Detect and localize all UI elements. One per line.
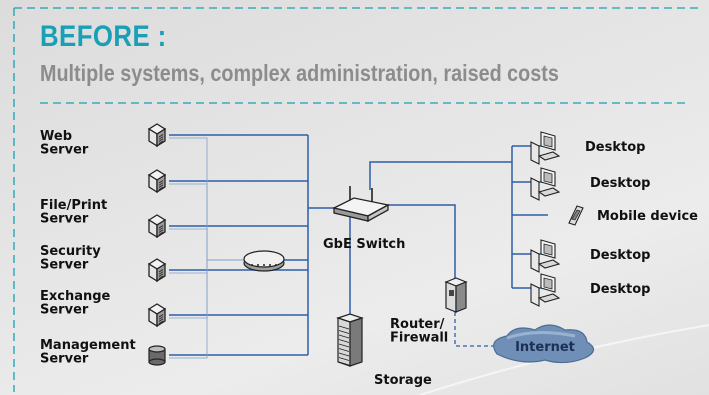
page-subtitle: Multiple systems, complex administration… (40, 60, 559, 86)
switch-to-clients-link (369, 161, 512, 190)
client-label-2: Mobile device (597, 209, 698, 224)
switch-to-router-link (388, 204, 456, 280)
storage-rack-icon (336, 313, 364, 367)
page-title: BEFORE : (40, 20, 167, 53)
desktop-computer-icon-3 (530, 239, 561, 273)
hub-thin-link-5 (169, 259, 244, 359)
firewall-tower-icon (444, 277, 468, 313)
server-tower-icon-1 (147, 169, 167, 194)
hub-thin-link-4 (169, 259, 244, 319)
internet-label: Internet (515, 340, 575, 355)
mobile-device-icon-2 (568, 205, 584, 226)
dashed-frame (13, 7, 700, 392)
storage-label: Storage (374, 373, 432, 388)
client-label-1: Desktop (590, 176, 650, 191)
hub-thin-link-3 (169, 259, 244, 274)
server-tower-icon-2 (147, 214, 167, 239)
router-label: Router/Firewall (390, 317, 448, 346)
desktop-computer-icon-0 (530, 131, 561, 165)
connection-lines (169, 134, 548, 359)
client-label-3: Desktop (590, 248, 650, 263)
hub-thin-link-0 (169, 137, 244, 261)
hub-thin-link-1 (169, 183, 244, 261)
client-label-0: Desktop (585, 140, 645, 155)
desktop-computer-icon-4 (530, 273, 561, 307)
database-cylinder-icon-5 (148, 345, 166, 366)
server-tower-icon-0 (147, 123, 167, 148)
server-tower-icon-4 (147, 303, 167, 328)
desktop-computer-icon-1 (530, 167, 561, 201)
hub-thin-link-2 (169, 228, 244, 261)
switch-label: GbE Switch (323, 237, 405, 252)
server-tower-icon-3 (147, 258, 167, 283)
cloud-icon (493, 324, 595, 364)
hub-icon (243, 250, 285, 272)
client-label-4: Desktop (590, 282, 650, 297)
router-to-internet-link (454, 312, 495, 347)
router-antenna-icon (332, 186, 390, 223)
